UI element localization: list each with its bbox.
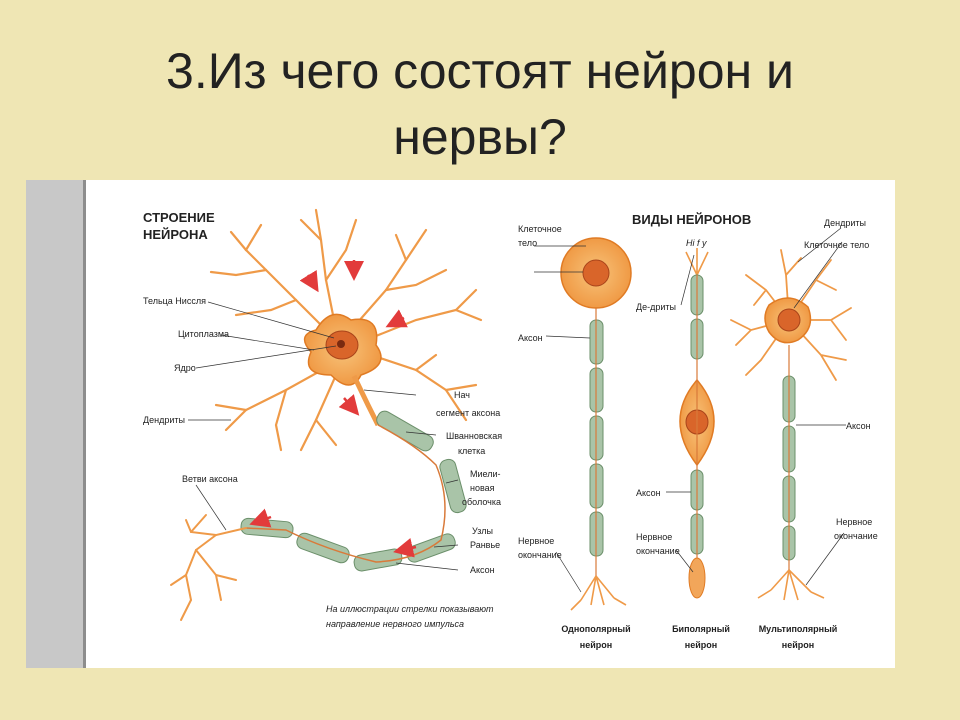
slide-title-line-2: нервы? bbox=[393, 109, 567, 165]
label-nodes-1: Узлы bbox=[472, 526, 493, 536]
label-axon-right: Аксон bbox=[846, 421, 871, 431]
axon-branches-drawing bbox=[170, 514, 247, 621]
label-nerve-end-left-1: Нервное bbox=[518, 536, 554, 546]
types-heading: ВИДЫ НЕЙРОНОВ bbox=[632, 212, 751, 227]
label-hi-fi: Hi f y bbox=[686, 238, 707, 248]
note-line-2: направление нервного импульса bbox=[326, 619, 464, 629]
slide-title-line-1: 3.Из чего состоят нейрон и bbox=[166, 43, 794, 99]
label-schwann-2: клетка bbox=[458, 446, 485, 456]
caption-multipolar-1: Мультиполярный bbox=[759, 624, 838, 634]
note-line-1: На иллюстрации стрелки показывают bbox=[326, 604, 494, 614]
label-nerve-end-right-1: Нервное bbox=[836, 517, 872, 527]
label-dendrites: Дендриты bbox=[143, 415, 185, 425]
label-nucleus: Ядро bbox=[174, 363, 196, 373]
dendrites-drawing bbox=[209, 208, 483, 452]
label-cytoplasm: Цитоплазма bbox=[178, 329, 229, 339]
caption-bipolar-2: нейрон bbox=[685, 640, 717, 650]
label-cell-body-1: Клеточное bbox=[518, 224, 562, 234]
types-of-neurons: ВИДЫ НЕЙРОНОВ bbox=[518, 212, 878, 650]
impulse-arrows bbox=[249, 260, 417, 558]
label-cell-body-2: тело bbox=[518, 238, 537, 248]
neuron-diagram: СТРОЕНИЕ НЕЙРОНА Тельца Ниссля Цитоплазм… bbox=[143, 208, 878, 650]
label-dendrites-mid: Де-дриты bbox=[636, 302, 676, 312]
neuron-figure: СТРОЕНИЕ НЕЙРОНА Тельца Ниссля Цитоплазм… bbox=[86, 180, 895, 668]
label-axon-branches: Ветви аксона bbox=[182, 474, 238, 484]
caption-multipolar-2: нейрон bbox=[782, 640, 814, 650]
myelinated-axon bbox=[240, 410, 467, 572]
slide-title: 3.Из чего состоят нейрон и нервы? bbox=[0, 38, 960, 170]
bipolar-neuron: Hi f y bbox=[679, 238, 715, 599]
label-axon: Аксон bbox=[470, 565, 495, 575]
label-myelin-2: новая bbox=[470, 483, 495, 493]
structure-heading-line-2: НЕЙРОНА bbox=[143, 227, 208, 242]
caption-unipolar-2: нейрон bbox=[580, 640, 612, 650]
label-initial-segment-2: сегмент аксона bbox=[436, 408, 500, 418]
side-bar bbox=[26, 180, 86, 668]
label-axon-mid: Аксон bbox=[636, 488, 661, 498]
unipolar-neuron bbox=[560, 237, 632, 611]
caption-bipolar-1: Биполярный bbox=[672, 624, 730, 634]
label-schwann-1: Шванновская bbox=[446, 431, 502, 441]
label-axon-left: Аксон bbox=[518, 333, 543, 343]
label-nerve-end-mid-2: окончание bbox=[636, 546, 680, 556]
label-initial-segment-1: Нач bbox=[454, 390, 470, 400]
label-dendrites-right: Дендриты bbox=[824, 218, 866, 228]
structure-heading-line-1: СТРОЕНИЕ bbox=[143, 210, 215, 225]
label-cell-body-right: Клеточное тело bbox=[804, 240, 869, 250]
structure-neuron: СТРОЕНИЕ НЕЙРОНА Тельца Ниссля Цитоплазм… bbox=[143, 208, 502, 629]
label-nodes-2: Ранвье bbox=[470, 540, 500, 550]
caption-unipolar-1: Однополярный bbox=[561, 624, 630, 634]
multipolar-neuron bbox=[730, 249, 852, 601]
leader-lines bbox=[188, 301, 459, 571]
label-nissl: Тельца Ниссля bbox=[143, 296, 206, 306]
label-nerve-end-right-2: окончание bbox=[834, 531, 878, 541]
label-myelin-1: Миели- bbox=[470, 469, 501, 479]
label-nerve-end-mid-1: Нервное bbox=[636, 532, 672, 542]
label-myelin-3: оболочка bbox=[462, 497, 501, 507]
label-nerve-end-left-2: окончание bbox=[518, 550, 562, 560]
